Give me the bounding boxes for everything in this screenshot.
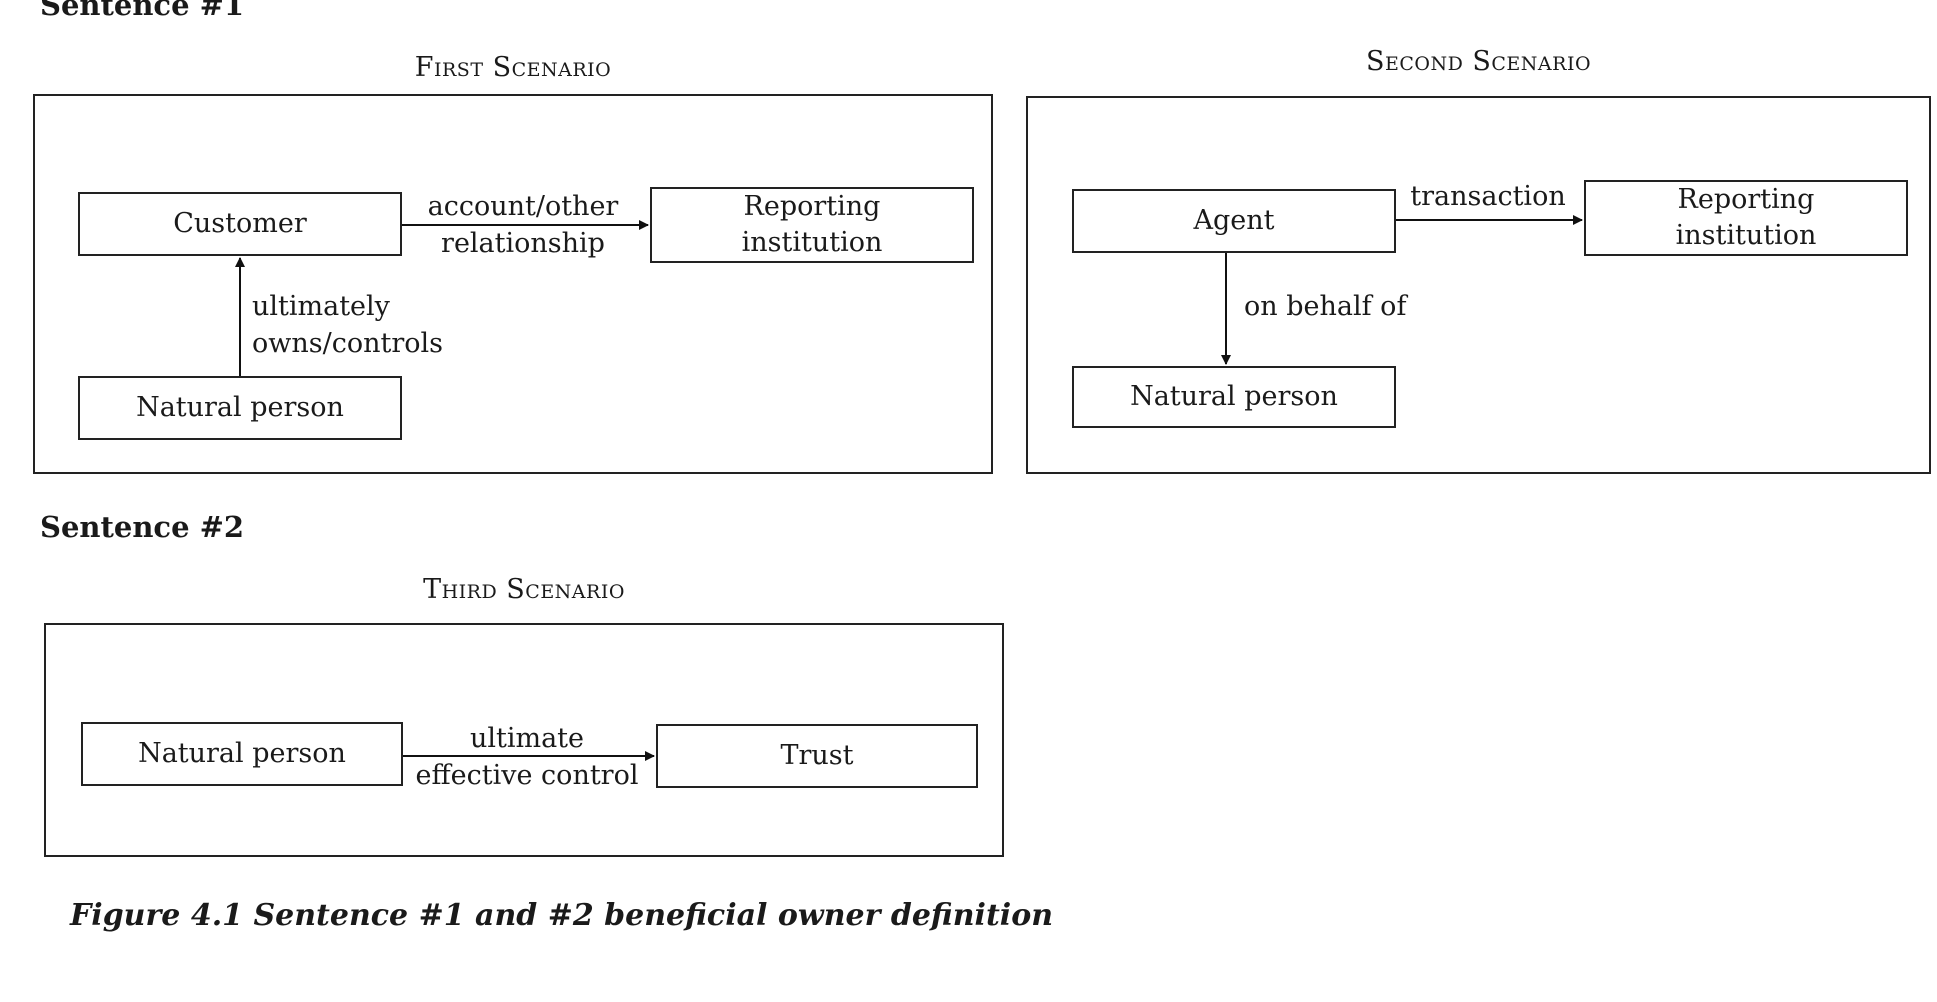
customer-node: Customer xyxy=(78,192,402,256)
on-behalf-of-edge-label: on behalf of xyxy=(1244,291,1407,322)
sentence-2-heading: Sentence #2 xyxy=(40,510,245,544)
natural-person-label: Natural person xyxy=(136,392,344,423)
reporting-institution-label: Reporting institution xyxy=(741,191,883,258)
transaction-edge-label: transaction xyxy=(1410,181,1566,212)
trust-label: Trust xyxy=(780,740,854,771)
natural-person-node: Natural person xyxy=(78,376,402,440)
agent-label: Agent xyxy=(1193,205,1275,236)
third-scenario-frame xyxy=(44,623,1004,857)
natural-person-label-3: Natural person xyxy=(138,738,346,769)
second-scenario-title: Second Scenario xyxy=(1365,46,1592,77)
reporting-institution-node-2: Reporting institution xyxy=(1584,180,1908,256)
ultimate-effective-control-edge-label: ultimate effective control xyxy=(415,723,639,791)
natural-person-label-2: Natural person xyxy=(1130,381,1338,412)
customer-label: Customer xyxy=(173,208,307,239)
account-relationship-edge-label: account/other relationship xyxy=(427,191,619,259)
trust-node: Trust xyxy=(656,724,978,788)
natural-person-node-3: Natural person xyxy=(81,722,403,786)
figure-caption: Figure 4.1 Sentence #1 and #2 beneficial… xyxy=(70,898,1054,933)
natural-person-node-2: Natural person xyxy=(1072,366,1396,428)
sentence-1-heading: Sentence #1 xyxy=(40,0,245,22)
first-scenario-title: First Scenario xyxy=(414,52,612,83)
ultimately-owns-controls-edge-label: ultimately owns/controls xyxy=(252,291,443,359)
reporting-institution-label-2: Reporting institution xyxy=(1675,184,1817,251)
second-scenario-frame xyxy=(1026,96,1931,474)
first-scenario-frame xyxy=(33,94,993,474)
third-scenario-title: Third Scenario xyxy=(423,574,625,605)
reporting-institution-node: Reporting institution xyxy=(650,187,974,263)
agent-node: Agent xyxy=(1072,189,1396,253)
